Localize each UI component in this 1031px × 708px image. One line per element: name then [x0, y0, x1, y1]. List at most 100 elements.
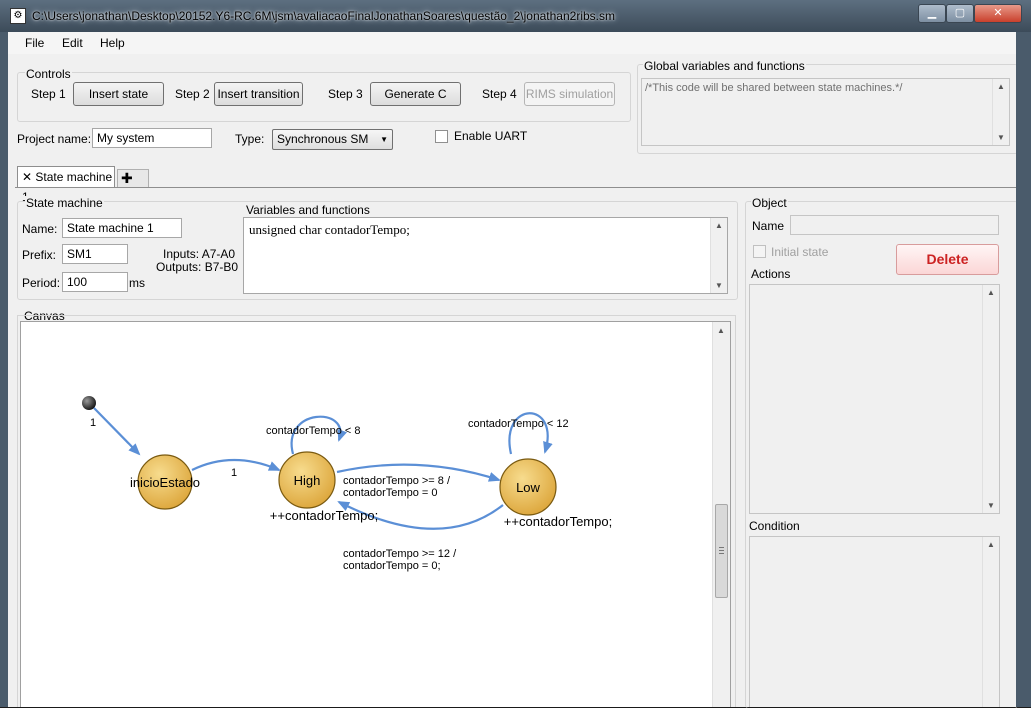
canvas-scrollbar[interactable]: ▲ — [712, 322, 730, 707]
prefix-label: Prefix: — [22, 248, 57, 262]
controls-label: Controls — [25, 67, 72, 81]
state-low-label: Low — [516, 480, 540, 495]
object-name-field[interactable] — [790, 215, 999, 235]
vars-scrollbar[interactable]: ▲ ▼ — [710, 218, 727, 293]
menu-help[interactable]: Help — [100, 36, 125, 50]
project-name-label: Project name: — [17, 132, 92, 146]
canvas-scroll-thumb[interactable] — [715, 504, 728, 598]
state-low-action: ++contadorTempo; — [504, 514, 612, 529]
state-inicio-circle[interactable] — [137, 454, 193, 510]
window-frame-right — [1016, 32, 1031, 707]
add-tab-button[interactable]: ✚ — [117, 169, 149, 187]
transition-inicio-high-label: 1 — [231, 467, 237, 479]
scroll-down-icon[interactable]: ▼ — [715, 281, 723, 290]
vars-code-area[interactable]: unsigned char contadorTempo; ▲ ▼ — [243, 217, 728, 294]
state-low[interactable]: Low ++contadorTempo; — [499, 458, 612, 529]
period-field[interactable]: 100 — [62, 272, 128, 292]
state-high-circle[interactable] — [278, 451, 336, 509]
inputs-label: Inputs: A7-A0 — [163, 247, 236, 261]
period-label: Period: — [22, 276, 61, 290]
object-label: Object — [751, 196, 788, 210]
close-button[interactable]: ✕ — [974, 4, 1022, 23]
step1-label: Step 1 — [31, 87, 66, 101]
initial-dot[interactable] — [82, 396, 96, 410]
generate-c-button[interactable]: Generate C — [370, 82, 461, 106]
grip-icon — [719, 547, 724, 548]
outputs-label: Outputs: B7-B0 — [156, 260, 239, 274]
init-transition[interactable] — [93, 407, 141, 456]
scroll-down-icon[interactable]: ▼ — [987, 501, 995, 510]
initial-state-checkbox[interactable] — [753, 245, 766, 258]
scroll-up-icon[interactable]: ▲ — [715, 221, 723, 230]
scroll-up-icon[interactable]: ▲ — [997, 82, 1005, 91]
canvas-label: Canvas — [24, 309, 65, 323]
state-canvas[interactable]: 1 1 contadorTempo < 8 contadorTempo >= 8… — [20, 321, 731, 707]
scroll-up-icon[interactable]: ▲ — [717, 326, 725, 335]
insert-transition-button[interactable]: Insert transition — [214, 82, 303, 106]
transition-low-high-label-2: contadorTempo = 0; — [343, 560, 441, 572]
title-bar[interactable]: ⚙ C:\Users\jonathan\Desktop\20152.Y6-RC.… — [0, 0, 1031, 32]
scroll-down-icon[interactable]: ▼ — [997, 133, 1005, 142]
global-code-text: /*This code will be shared between state… — [645, 82, 903, 94]
diagram-svg[interactable]: 1 1 contadorTempo < 8 contadorTempo >= 8… — [21, 322, 731, 707]
actions-scrollbar[interactable]: ▲ ▼ — [982, 285, 999, 513]
menu-edit[interactable]: Edit — [62, 36, 83, 50]
minimize-button[interactable]: ▁ — [918, 4, 946, 23]
enable-uart-label: Enable UART — [454, 129, 528, 143]
type-select[interactable]: Synchronous SM ▼ — [272, 129, 393, 150]
rims-simulation-button[interactable]: RIMS simulation — [524, 82, 615, 106]
vars-label: Variables and functions — [246, 203, 370, 217]
window-frame-left — [0, 32, 8, 707]
condition-area[interactable]: ▲ — [749, 536, 1000, 707]
global-code-area[interactable]: /*This code will be shared between state… — [641, 78, 1010, 146]
step2-label: Step 2 — [175, 87, 210, 101]
transition-high-low-label-2: contadorTempo = 0 — [343, 487, 437, 499]
state-inicio[interactable]: inicioEstado — [130, 454, 200, 510]
step3-label: Step 3 — [328, 87, 363, 101]
scroll-up-icon[interactable]: ▲ — [987, 288, 995, 297]
menu-file[interactable]: File — [25, 36, 45, 50]
enable-uart-checkbox[interactable] — [435, 130, 448, 143]
prefix-field[interactable]: SM1 — [62, 244, 128, 264]
period-unit: ms — [129, 276, 145, 290]
transition-inicio-high[interactable] — [191, 458, 281, 472]
chevron-down-icon: ▼ — [380, 135, 388, 144]
insert-state-button[interactable]: Insert state — [73, 82, 164, 106]
object-name-label: Name — [752, 219, 785, 233]
state-low-circle[interactable] — [499, 458, 557, 516]
type-select-value: Synchronous SM — [277, 132, 369, 146]
state-high-label: High — [294, 473, 321, 488]
transition-high-self[interactable] — [290, 415, 348, 455]
controls-group — [17, 72, 631, 122]
sm-name-field[interactable]: State machine 1 — [62, 218, 182, 238]
tab-divider — [15, 187, 1016, 188]
global-scrollbar[interactable]: ▲ ▼ — [992, 79, 1009, 145]
condition-scrollbar[interactable]: ▲ — [982, 537, 999, 707]
state-high[interactable]: High ++contadorTempo; — [270, 451, 378, 523]
state-high-action: ++contadorTempo; — [270, 508, 378, 523]
maximize-button[interactable]: ▢ — [946, 4, 974, 23]
canvas-group — [17, 315, 736, 707]
type-label: Type: — [235, 132, 265, 146]
window-title: C:\Users\jonathan\Desktop\20152.Y6-RC.6M… — [32, 9, 615, 23]
actions-label: Actions — [751, 267, 791, 281]
transition-high-low[interactable] — [336, 463, 501, 482]
close-icon[interactable]: ✕ — [22, 170, 33, 184]
state-machine-group — [17, 201, 738, 300]
scroll-up-icon[interactable]: ▲ — [987, 540, 995, 549]
condition-label: Condition — [749, 519, 800, 533]
transition-low-high-label-1: contadorTempo >= 12 / — [343, 548, 457, 560]
plus-icon: ✚ — [121, 170, 133, 186]
menu-bar: File Edit Help — [8, 32, 1023, 54]
initial-state-label: Initial state — [771, 245, 829, 259]
transition-low-self[interactable] — [508, 412, 553, 455]
delete-button[interactable]: Delete — [896, 244, 999, 275]
state-inicio-label: inicioEstado — [130, 475, 200, 490]
actions-area[interactable]: ▲ ▼ — [749, 284, 1000, 514]
project-name-field[interactable]: My system — [92, 128, 212, 148]
init-transition-label: 1 — [90, 417, 96, 429]
tab-state-machine-1[interactable]: ✕ State machine 1 — [17, 166, 115, 204]
transition-low-high[interactable] — [337, 501, 504, 530]
transition-low-self-label: contadorTempo < 12 — [468, 418, 569, 430]
